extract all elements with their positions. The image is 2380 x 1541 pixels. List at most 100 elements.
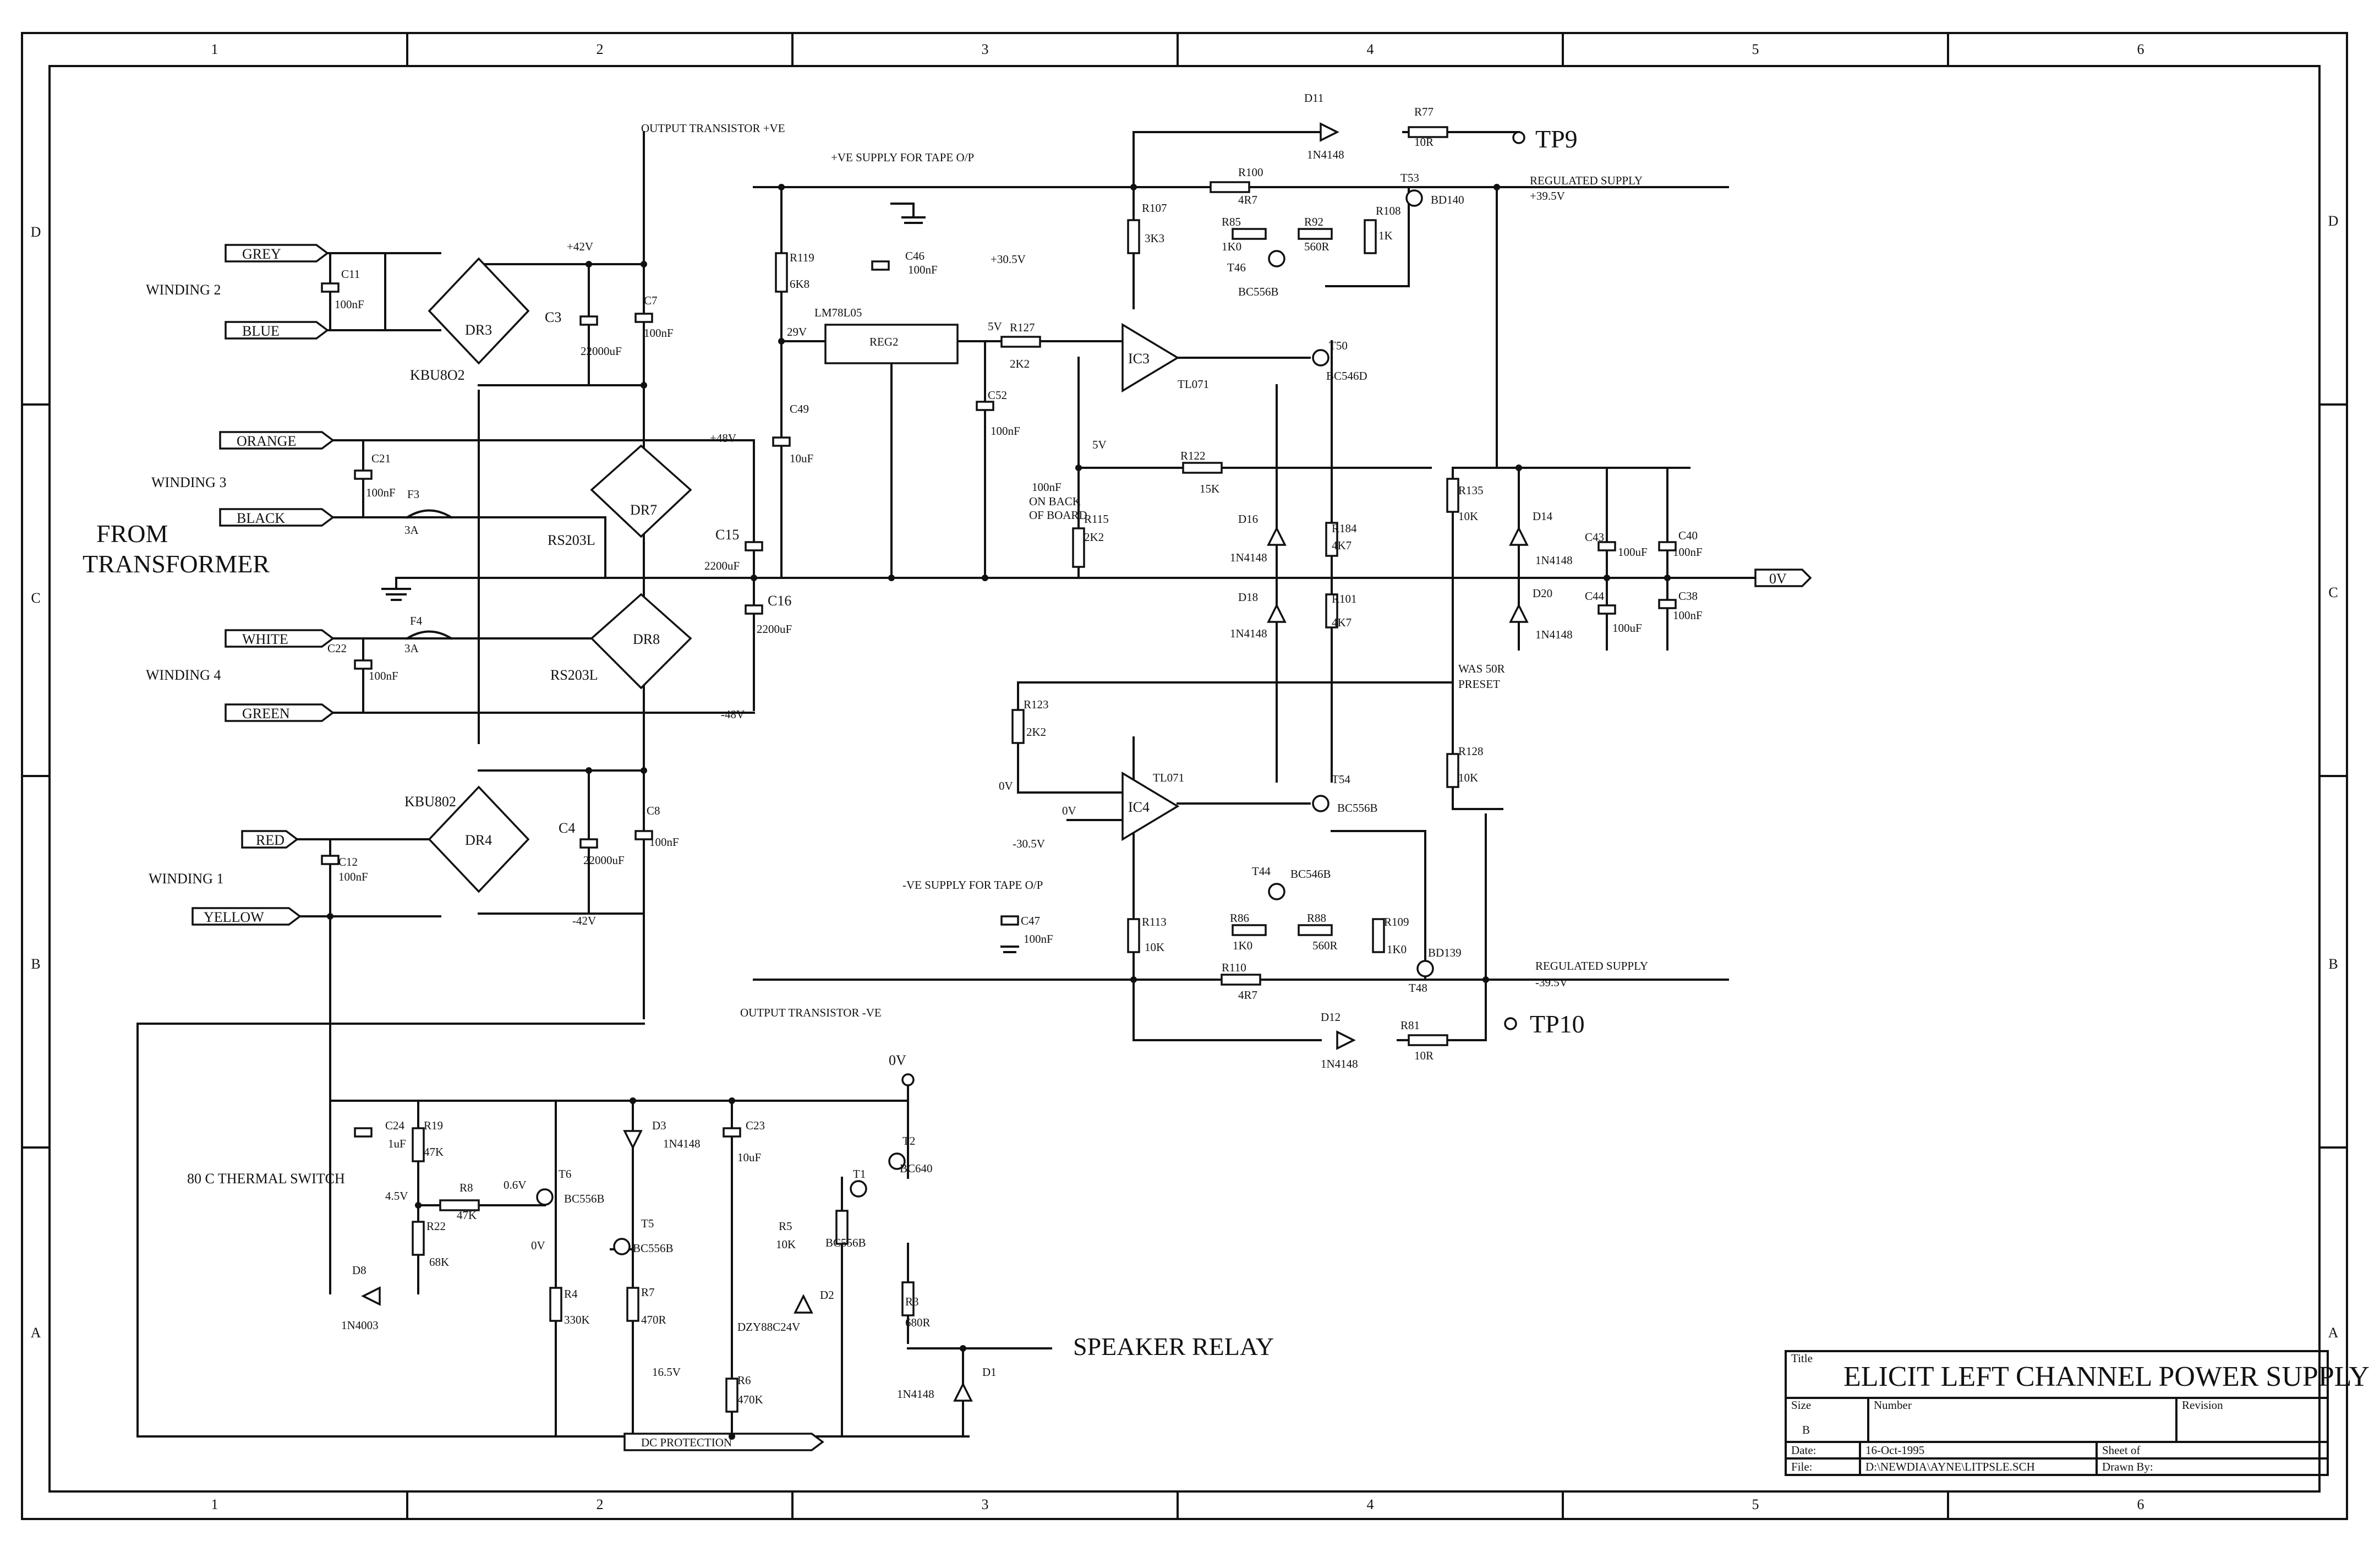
wire-flag-orange: ORANGE — [219, 431, 335, 450]
svg-text:R22: R22 — [426, 1220, 446, 1233]
svg-text:2200uF: 2200uF — [757, 622, 792, 636]
svg-text:DZY88C24V: DZY88C24V — [737, 1320, 800, 1334]
svg-text:100nF: 100nF — [991, 424, 1020, 438]
svg-text:560R: 560R — [1304, 240, 1329, 253]
svg-text:100uF: 100uF — [1618, 545, 1648, 559]
title-block: Title Size B Number Revision Date: 16-Oc… — [1785, 1350, 2370, 1476]
svg-text:C11: C11 — [341, 267, 360, 281]
voltage-p48: +48V — [710, 431, 736, 445]
svg-text:R3: R3 — [905, 1295, 919, 1308]
resistor-r184: R184 4K7 — [1325, 522, 1357, 557]
svg-text:D12: D12 — [1321, 1010, 1341, 1024]
svg-text:C8: C8 — [647, 804, 660, 817]
resistor-r119: R119 6K8 — [775, 251, 814, 293]
svg-text:YELLOW: YELLOW — [204, 909, 264, 925]
svg-text:D18: D18 — [1238, 591, 1258, 604]
svg-text:560R: 560R — [1312, 939, 1338, 952]
svg-text:IC3: IC3 — [1128, 351, 1150, 367]
drawing-title: ELICIT LEFT CHANNEL POWER SUPPLY — [1843, 1361, 2370, 1392]
voltage-5v-reg: 5V — [988, 320, 1002, 333]
svg-text:T53: T53 — [1400, 171, 1419, 184]
svg-text:470R: 470R — [641, 1313, 666, 1326]
junctions — [327, 184, 1671, 1440]
speaker-relay-label: SPEAKER RELAY — [1073, 1332, 1274, 1360]
svg-text:R135: R135 — [1458, 484, 1484, 497]
drawing-frame: 1 2 3 4 5 6 1 2 3 4 5 6 D C B A D C B A — [21, 32, 2348, 1520]
grid-row-c-left: C — [31, 590, 40, 606]
svg-text:BLUE: BLUE — [242, 323, 280, 339]
voltage-16-5v: 16.5V — [652, 1365, 681, 1379]
svg-text:T50: T50 — [1329, 339, 1348, 352]
tp10-label: TP10 — [1530, 1010, 1585, 1038]
svg-text:R123: R123 — [1024, 698, 1049, 711]
svg-text:2K2: 2K2 — [1084, 531, 1104, 544]
svg-text:R128: R128 — [1458, 745, 1484, 758]
svg-text:R7: R7 — [641, 1286, 655, 1299]
capacitor-c52: C52 100nF — [976, 389, 1020, 438]
svg-text:100nF: 100nF — [1673, 545, 1703, 559]
capacitor-c40: C40 100nF — [1658, 529, 1703, 559]
was-50r-label: WAS 50R — [1458, 662, 1505, 675]
regulated-supply-neg-label: REGULATED SUPPLY — [1535, 959, 1648, 972]
svg-text:R8: R8 — [459, 1181, 473, 1194]
voltage-0v-ic4: 0V — [999, 779, 1013, 793]
svg-text:6K8: 6K8 — [790, 277, 809, 291]
svg-text:1K0: 1K0 — [1387, 943, 1407, 956]
transistor-t50: T50 BC546D — [1312, 339, 1367, 382]
voltage-p30-5: +30.5V — [991, 253, 1026, 266]
svg-text:R119: R119 — [790, 251, 814, 264]
bridge-dr8: DR8 RS203L — [550, 593, 692, 690]
capacitor-c38: C38 100nF — [1658, 589, 1703, 622]
svg-text:1N4003: 1N4003 — [341, 1319, 379, 1332]
svg-text:F3: F3 — [407, 488, 419, 501]
svg-text:4R7: 4R7 — [1238, 988, 1257, 1002]
test-points — [901, 131, 1525, 1086]
wire-flag-red: RED — [241, 830, 299, 849]
svg-text:C38: C38 — [1678, 589, 1698, 603]
svg-text:BC556B: BC556B — [633, 1242, 674, 1255]
output-transistor-neg-label: OUTPUT TRANSISTOR -VE — [740, 1006, 882, 1019]
svg-text:3K3: 3K3 — [1145, 232, 1164, 245]
winding-1-label: WINDING 1 — [149, 871, 223, 887]
svg-text:10K: 10K — [776, 1238, 796, 1251]
svg-text:R109: R109 — [1384, 915, 1409, 928]
svg-text:2200uF: 2200uF — [704, 559, 740, 572]
voltage-p42: +42V — [567, 240, 593, 253]
protection-0v-terminal — [901, 1073, 915, 1086]
svg-text:C22: C22 — [327, 642, 347, 655]
grid-col-4-top: 4 — [1367, 41, 1374, 57]
svg-text:KBU802: KBU802 — [404, 794, 456, 810]
svg-text:T6: T6 — [559, 1167, 571, 1181]
transistors: T46 BC556B T53 BD140 T50 BC546D T54 BC55… — [536, 171, 1464, 1255]
transistor-t44: T44 BC546B — [1252, 865, 1331, 900]
diode-d18: D18 1N4148 — [1230, 591, 1287, 640]
capacitors: C11 100nF C3 22000uF C7 100nF C21 100nF … — [321, 249, 1703, 1164]
capacitor-c49: C49 10uF — [772, 402, 813, 465]
date-value: 16-Oct-1995 — [1865, 1444, 1924, 1457]
winding-3-label: WINDING 3 — [151, 474, 226, 490]
svg-text:C47: C47 — [1021, 914, 1040, 927]
svg-text:R122: R122 — [1180, 449, 1206, 462]
resistor-r113: R113 10K — [1127, 915, 1167, 954]
svg-text:RED: RED — [256, 832, 284, 848]
transistor-t53: T53 BD140 — [1400, 171, 1464, 207]
svg-text:C15: C15 — [715, 527, 739, 543]
svg-text:1uF: 1uF — [388, 1137, 406, 1150]
svg-text:BD139: BD139 — [1428, 946, 1462, 959]
number-label: Number — [1874, 1398, 1912, 1412]
svg-text:100nF: 100nF — [908, 263, 938, 276]
resistor-r4: R4 330K — [549, 1287, 590, 1326]
wire-flag-green: GREEN — [225, 703, 335, 722]
voltage-labels: +42V +48V -48V -42V 29V 5V 5V +30.5V -30… — [385, 240, 1107, 1379]
grid-row-b-left: B — [31, 956, 40, 972]
svg-text:10uF: 10uF — [737, 1151, 761, 1164]
thermal-switch-label: 80 C THERMAL SWITCH — [187, 1171, 345, 1187]
svg-text:T48: T48 — [1409, 981, 1427, 994]
svg-text:R127: R127 — [1010, 321, 1035, 334]
capacitor-c43: C43 100uF — [1585, 531, 1648, 559]
svg-text:C44: C44 — [1585, 589, 1605, 603]
grid-col-2-bottom: 2 — [597, 1496, 604, 1512]
svg-text:WHITE: WHITE — [242, 631, 288, 647]
preset-label: PRESET — [1458, 677, 1500, 691]
